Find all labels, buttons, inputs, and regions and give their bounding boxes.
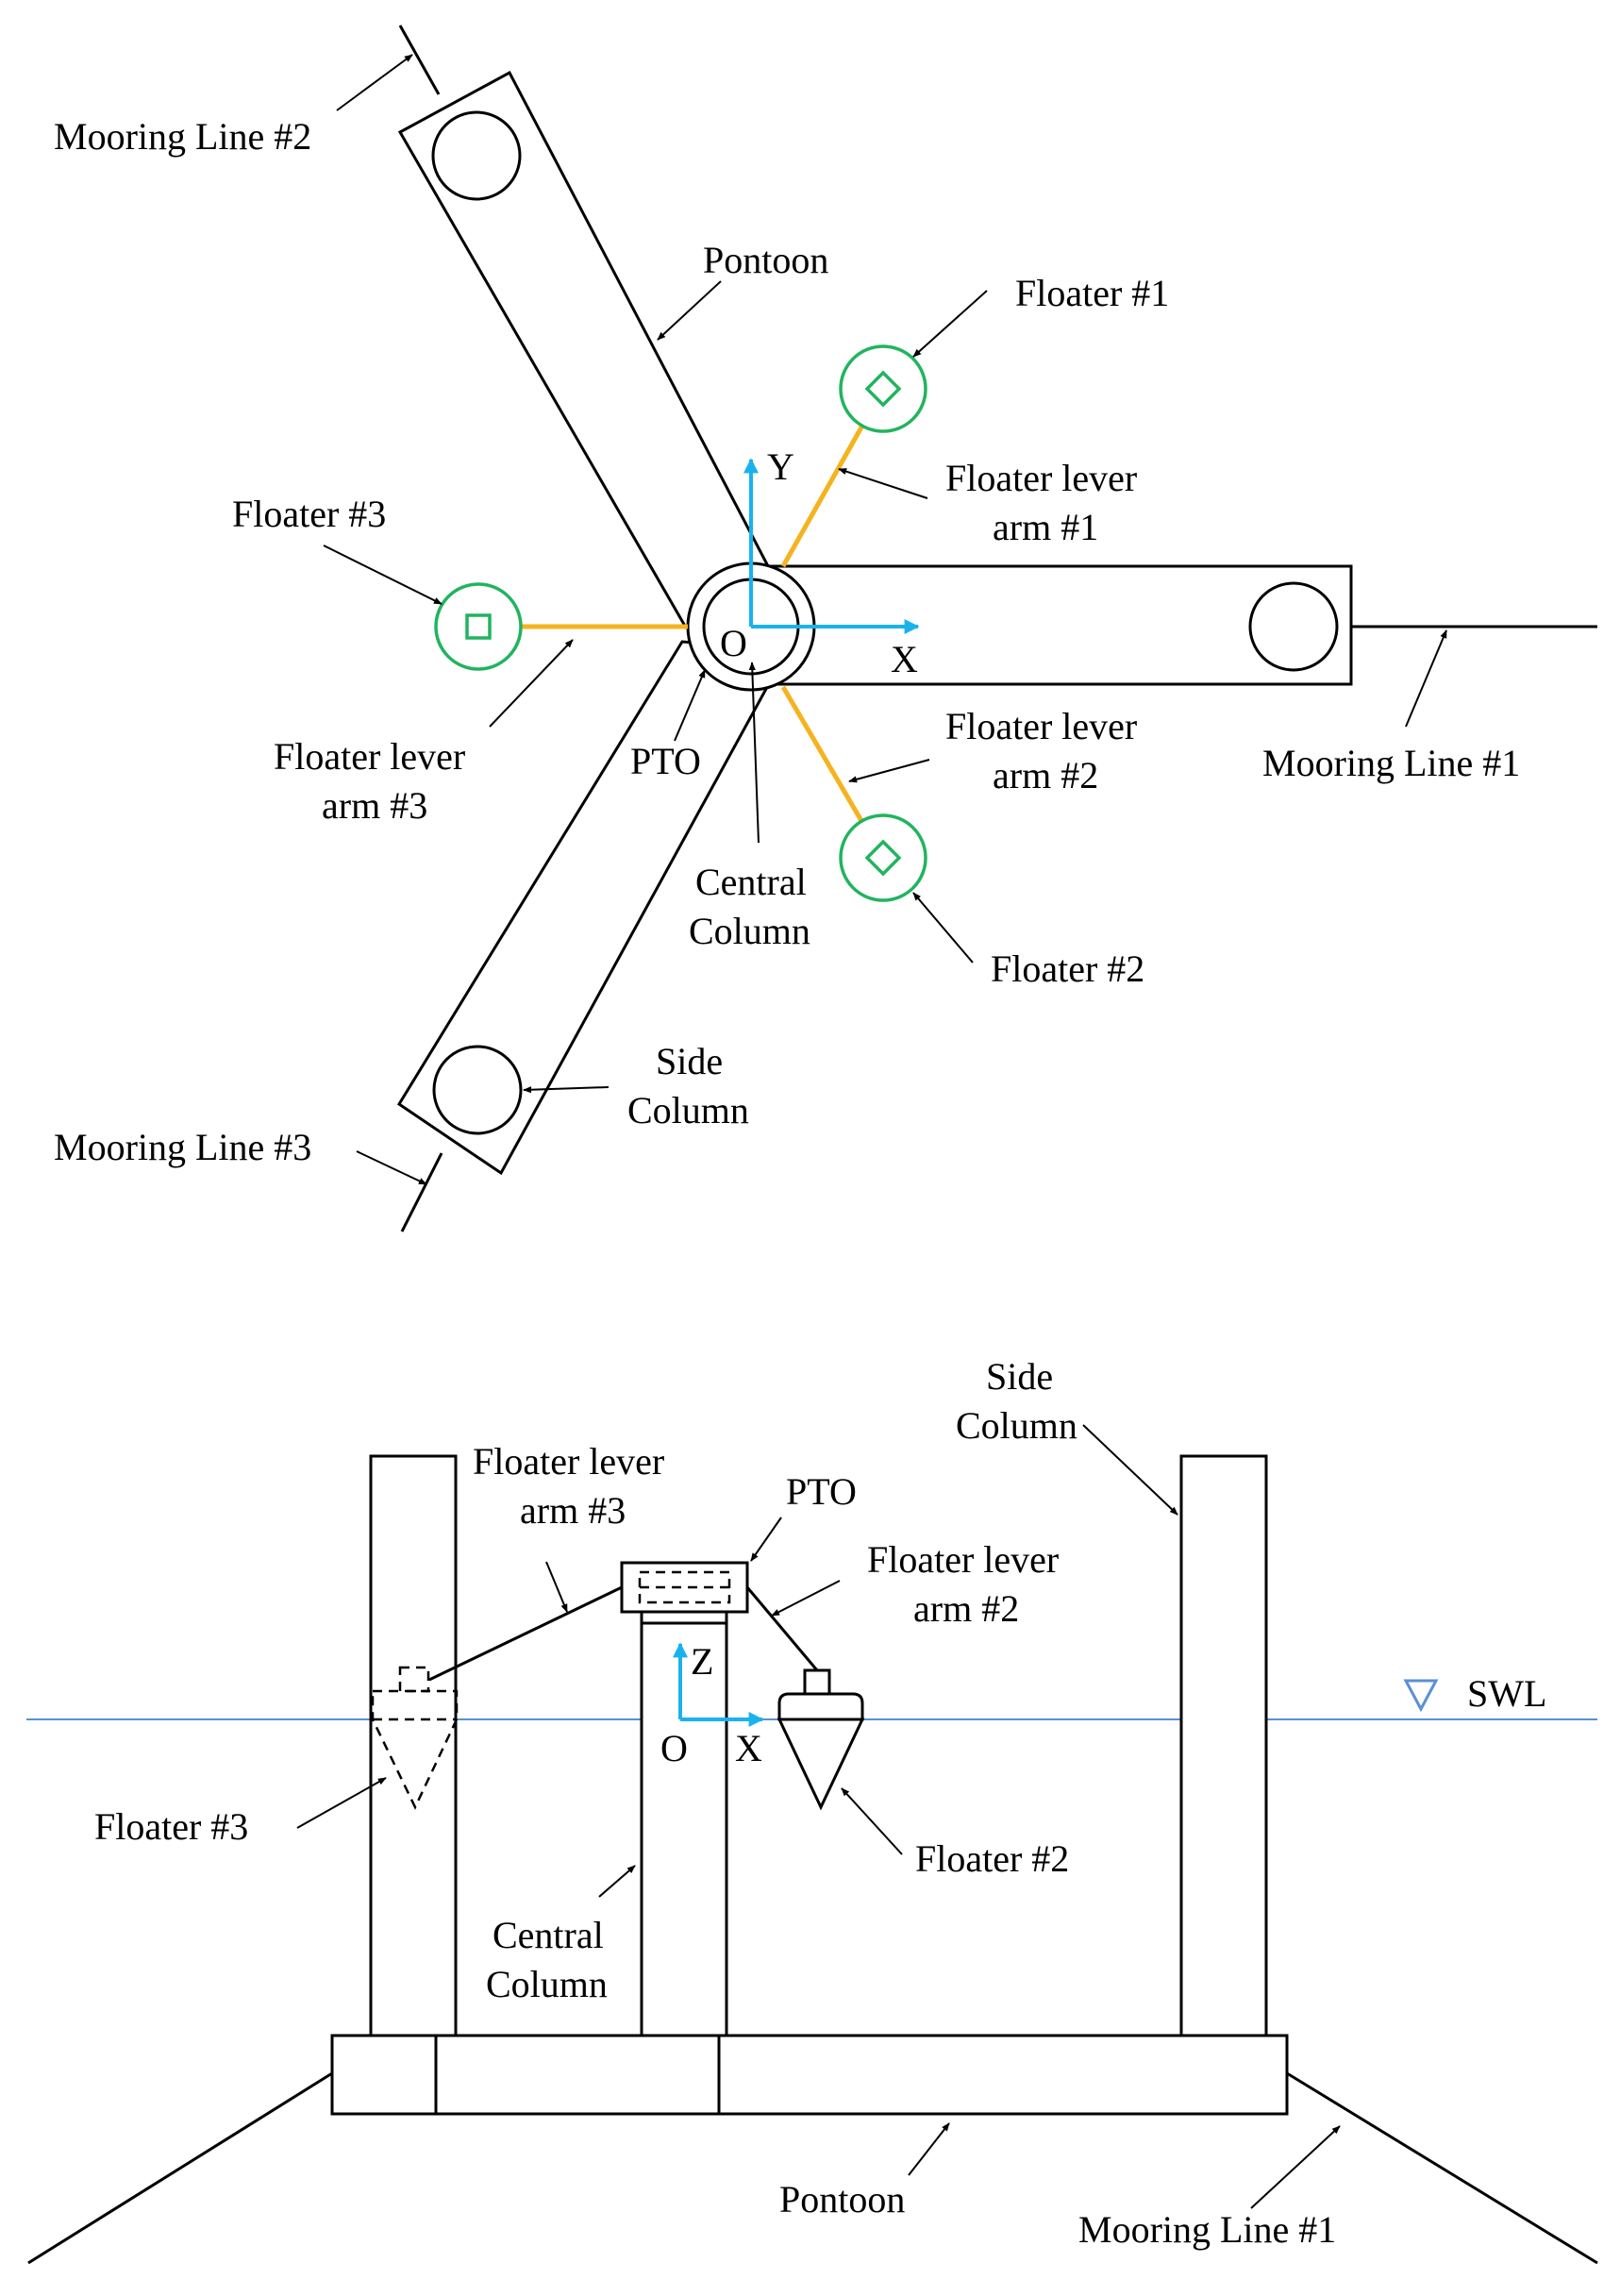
leader-pto: [674, 669, 706, 742]
side-column-3: [432, 1045, 523, 1135]
floater-2-joint: [803, 1668, 831, 1696]
leader-floater-2: [841, 1787, 903, 1855]
leader-mooring-2: [336, 54, 413, 111]
label-lever-2-line1: Floater lever: [945, 705, 1137, 747]
leader-lever-2: [771, 1580, 841, 1617]
leader-floater-3: [323, 545, 443, 605]
axis-x-label: X: [735, 1727, 762, 1769]
axis-z-label: Z: [691, 1640, 713, 1683]
origin-label: O: [660, 1727, 688, 1769]
label-floater-2: Floater #2: [991, 947, 1144, 990]
label-side-column-line1: Side: [986, 1355, 1053, 1398]
label-pto: PTO: [630, 740, 701, 782]
leader-floater-3: [296, 1777, 387, 1829]
label-lever-3-line1: Floater lever: [473, 1440, 664, 1483]
leader-lever-3: [545, 1561, 568, 1613]
axis-y-label: Y: [767, 445, 794, 488]
leader-floater-2: [912, 892, 974, 964]
leader-floater-1: [912, 290, 988, 358]
side-column-1: [1248, 581, 1339, 672]
label-lever-2-line2: arm #2: [913, 1587, 1019, 1630]
label-pto: PTO: [786, 1470, 857, 1513]
side-column-right: [1179, 1454, 1268, 2037]
mooring-line-3: [400, 1152, 443, 1232]
leader-pontoon: [657, 280, 722, 341]
label-swl: SWL: [1467, 1672, 1546, 1715]
central-column: [640, 1621, 728, 2037]
leader-pto: [750, 1517, 782, 1562]
label-central-column-line1: Central: [493, 1914, 604, 1956]
leader-central-column: [748, 662, 760, 844]
label-lever-1-line2: arm #1: [993, 506, 1098, 548]
label-lever-3-line2: arm #3: [322, 784, 427, 827]
label-lever-3-line1: Floater lever: [274, 735, 465, 778]
label-central-column-line2: Column: [689, 910, 810, 952]
side-column-left: [369, 1454, 458, 2037]
label-mooring-line-3: Mooring Line #3: [54, 1126, 311, 1168]
label-lever-1-line1: Floater lever: [945, 457, 1137, 499]
label-floater-2: Floater #2: [915, 1837, 1069, 1880]
mooring-line-left: [27, 2071, 333, 2265]
side-view: Z O X Side Column Floater lever arm #3 P…: [26, 1355, 1598, 2265]
leader-pontoon: [908, 2122, 950, 2176]
label-floater-1: Floater #1: [1015, 272, 1169, 314]
leader-side-column: [1082, 1424, 1178, 1516]
floater-1-joint: [864, 370, 902, 408]
label-mooring-line-2: Mooring Line #2: [54, 115, 311, 158]
leader-mooring-3: [356, 1150, 427, 1185]
leader-lever-3: [489, 639, 574, 728]
side-column-2: [431, 110, 522, 201]
label-lever-2-line2: arm #2: [993, 754, 1098, 796]
floater-2-joint: [864, 839, 902, 877]
floater-lever-arm-3: [428, 1585, 623, 1682]
label-pontoon: Pontoon: [703, 239, 828, 281]
mooring-line-right: [1286, 2071, 1598, 2265]
label-pontoon: Pontoon: [779, 2178, 905, 2221]
mooring-line-2: [398, 25, 441, 95]
axis-x-label: X: [891, 638, 918, 680]
label-mooring-line-1: Mooring Line #1: [1262, 742, 1520, 784]
label-side-column-line2: Column: [627, 1089, 749, 1131]
top-view: Y X O Mooring Line #2 Pontoon Floater #1…: [54, 25, 1597, 1232]
leader-central-column: [598, 1865, 636, 1898]
floater-2-cone: [777, 1718, 865, 1811]
label-floater-3: Floater #3: [232, 493, 386, 535]
label-central-column-line2: Column: [486, 1963, 608, 2005]
floater-3-body: [371, 1689, 459, 1810]
label-side-column-line1: Side: [656, 1040, 723, 1082]
label-side-column-line2: Column: [956, 1404, 1077, 1447]
leader-lever-2: [848, 759, 930, 783]
leader-mooring-1: [1250, 2125, 1341, 2209]
leader-lever-1: [838, 468, 928, 499]
label-floater-3: Floater #3: [94, 1805, 248, 1848]
label-lever-3-line2: arm #3: [520, 1489, 626, 1532]
floater-2-cap: [777, 1692, 864, 1721]
swl-symbol: [1403, 1679, 1439, 1713]
label-mooring-line-1: Mooring Line #1: [1078, 2208, 1336, 2251]
label-central-column-line1: Central: [695, 861, 807, 903]
pontoon: [330, 2034, 1289, 2116]
leader-side-column: [523, 1086, 610, 1094]
label-lever-2-line1: Floater lever: [867, 1538, 1059, 1581]
origin-label: O: [720, 622, 747, 664]
leader-mooring-1: [1405, 629, 1447, 728]
floater-lever-arm-2: [745, 1586, 819, 1671]
floater-3-joint: [465, 613, 492, 640]
